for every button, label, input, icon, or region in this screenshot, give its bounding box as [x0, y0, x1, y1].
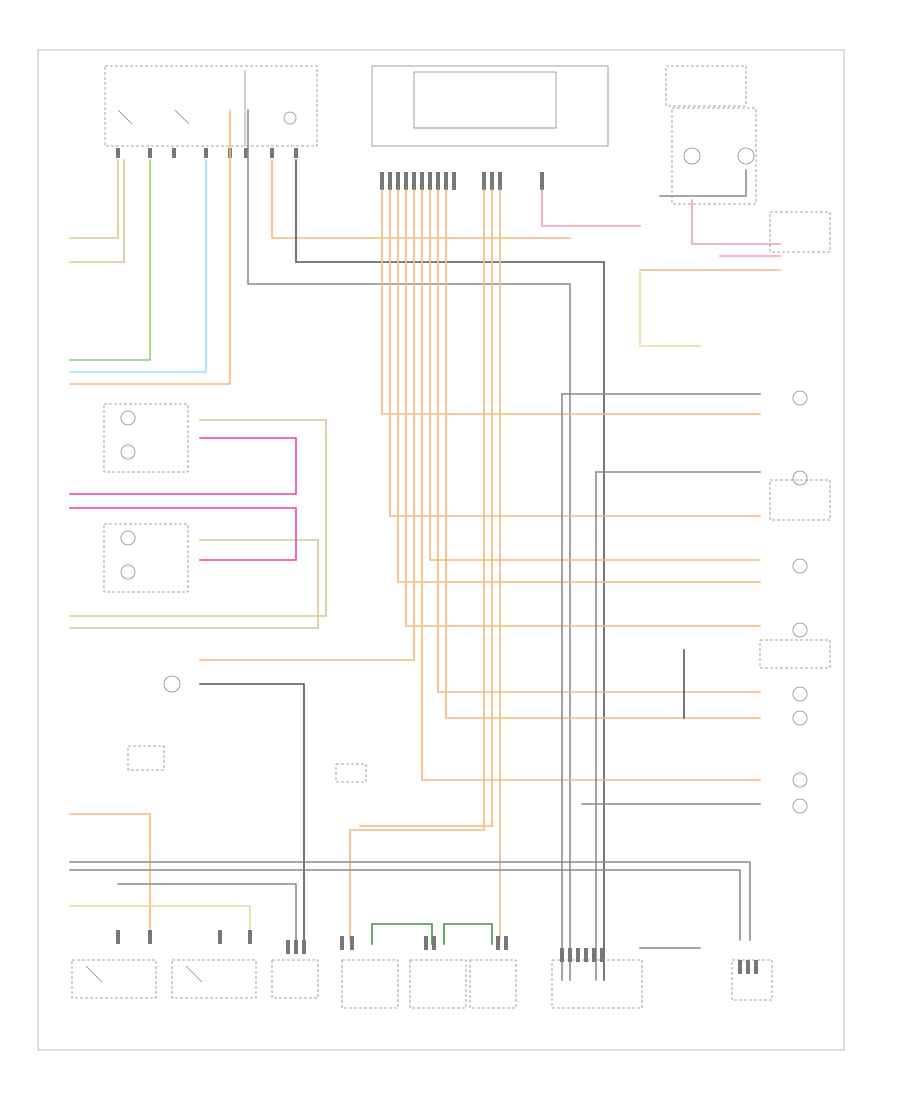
wire-gray-bus-2 — [69, 869, 741, 941]
wire-tan-left-1 — [69, 419, 327, 617]
bottom-switch-right — [171, 959, 257, 999]
wire-org-bundle-5 — [199, 189, 415, 661]
right-lower-module — [759, 639, 831, 669]
wire-top-left-2 — [69, 159, 125, 263]
wire-light-blue — [69, 159, 207, 373]
wire-black-bottom-left — [199, 683, 305, 941]
bottom-connector-block — [271, 959, 319, 999]
right-mid-module — [769, 479, 831, 521]
wire-orange-bottom-left — [69, 813, 151, 941]
wire-orange-top — [271, 159, 571, 239]
top-right-relay-group — [665, 65, 757, 205]
wire-org-bundle-11 — [359, 189, 493, 827]
wire-org-bundle-1 — [381, 189, 761, 415]
wire-yellow-bottom — [69, 905, 251, 941]
bottom-cluster-connector — [551, 959, 643, 1009]
wire-top-left-1 — [69, 159, 119, 239]
wire-gray-bus-1 — [69, 861, 751, 941]
wire-gray-top — [247, 109, 571, 981]
wire-pink-2 — [69, 507, 297, 561]
right-top-module — [769, 211, 831, 253]
wire-light-green — [69, 159, 151, 361]
left-lamp-group-1 — [103, 403, 189, 473]
wire-orange-left — [69, 109, 231, 385]
wire-black-top — [295, 159, 605, 981]
wire-red-cluster — [541, 189, 641, 227]
wire-org-bundle-10 — [349, 189, 485, 941]
bottom-right-connector — [731, 959, 773, 1001]
wire-dark-green-1 — [371, 923, 433, 945]
wire-org-bundle-2 — [389, 189, 761, 517]
left-sensor-circle — [163, 675, 181, 693]
mid-relay — [335, 763, 367, 783]
left-lamp-group-2 — [103, 523, 189, 593]
left-bottom-module — [127, 745, 165, 771]
wire-dark-green-2 — [443, 923, 493, 945]
wire-tan-left-2 — [69, 539, 319, 629]
wire-yellow-right — [639, 269, 701, 347]
bottom-switch-c — [469, 959, 517, 1009]
wire-org-bundle-6 — [421, 189, 761, 781]
wire-red-right — [691, 199, 781, 245]
bottom-switch-a — [341, 959, 399, 1009]
wire-gray-bus-3 — [117, 883, 297, 941]
bottom-switch-left — [71, 959, 157, 999]
instrument-cluster-box — [371, 65, 609, 147]
wire-org-bundle-4 — [405, 189, 761, 627]
wire-pink-1 — [69, 437, 297, 495]
wire-gray-relay — [659, 169, 747, 197]
top-connector-pins — [116, 148, 544, 190]
wire-org-bundle-7 — [429, 189, 761, 561]
bottom-connector-pins — [116, 930, 758, 974]
diagram-frame — [37, 49, 845, 1051]
top-left-switch-group — [104, 65, 318, 147]
wire-org-bundle-9 — [445, 189, 761, 719]
wire-org-bundle-3 — [397, 189, 761, 583]
wire-org-bundle-8 — [437, 189, 761, 693]
bottom-switch-b — [409, 959, 467, 1009]
right-lamps — [792, 390, 808, 814]
